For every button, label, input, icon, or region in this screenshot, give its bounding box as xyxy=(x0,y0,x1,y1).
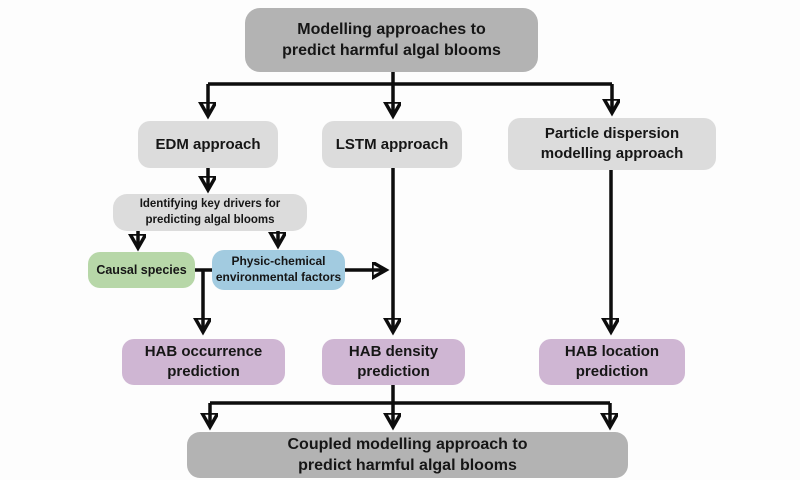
node-hab-occurrence-prediction: HAB occurrence prediction xyxy=(122,339,285,385)
node-label: HAB location xyxy=(564,343,660,361)
node-label: Causal species xyxy=(96,262,187,277)
node-label: prediction xyxy=(167,363,240,380)
node-physic-chemical-factors: Physic-chemical environmental factors xyxy=(212,250,345,290)
node-label: LSTM approach xyxy=(335,135,449,153)
node-label: Identifying key drivers for xyxy=(139,198,281,211)
node-label: Modelling approaches to xyxy=(297,20,486,38)
node-particle-dispersion-approach: Particle dispersion modelling approach xyxy=(508,118,716,170)
node-lstm-approach: LSTM approach xyxy=(322,121,462,168)
node-label: modelling approach xyxy=(540,145,684,162)
node-label: environmental factors xyxy=(215,270,342,284)
node-label: Particle dispersion xyxy=(544,125,680,143)
node-label: predict harmful algal blooms xyxy=(282,42,501,59)
node-label: predicting algal blooms xyxy=(145,213,275,226)
node-edm-approach: EDM approach xyxy=(138,121,278,168)
node-label: prediction xyxy=(575,363,649,380)
node-identifying-key-drivers: Identifying key drivers for predicting a… xyxy=(113,194,307,231)
node-modelling-approaches: Modelling approaches to predict harmful … xyxy=(245,8,538,72)
node-hab-location-prediction: HAB location prediction xyxy=(539,339,685,385)
node-label: prediction xyxy=(357,363,430,380)
node-coupled-modelling-approach: Coupled modelling approach to predict ha… xyxy=(187,432,628,478)
node-causal-species: Causal species xyxy=(88,252,195,288)
node-label: Coupled modelling approach to xyxy=(287,435,528,453)
node-hab-density-prediction: HAB density prediction xyxy=(322,339,465,385)
node-label: EDM approach xyxy=(155,135,261,153)
node-label: HAB density xyxy=(348,343,439,361)
node-label: Physic-chemical xyxy=(231,254,326,269)
node-label: predict harmful algal blooms xyxy=(298,457,517,474)
node-label: HAB occurrence xyxy=(144,343,263,361)
